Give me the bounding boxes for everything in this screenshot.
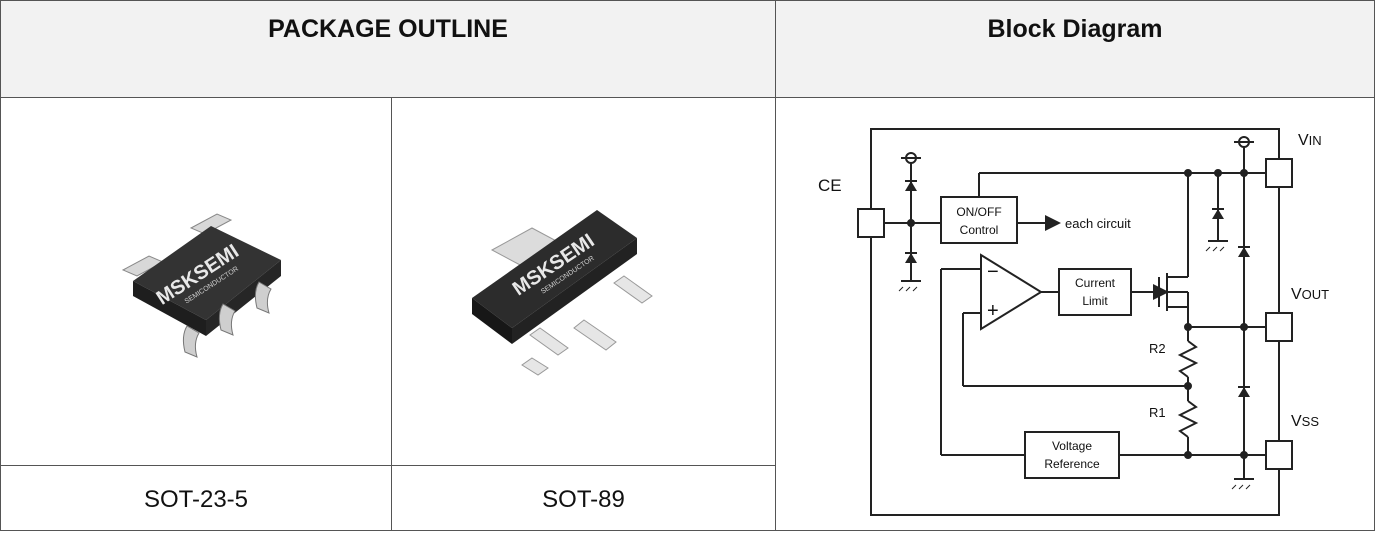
vin-label-sub: IN [1309,133,1322,148]
r1-resistor [1177,400,1199,438]
ce-pin [857,208,885,238]
current-limit-label-1: Current [1075,276,1116,290]
opamp-minus: − [987,261,999,283]
vin-pin [1265,158,1293,188]
sot23-caption-cell: SOT-23-5 [0,465,392,531]
svg-text:VOUT: VOUT [1291,286,1329,303]
ce-label: CE [818,176,842,195]
onoff-label-1: ON/OFF [956,205,1001,219]
block-diagram-cell: CE VIN VOUT VSS ON/OFF Control each [775,97,1375,531]
vref-label-2: Reference [1044,457,1100,471]
svg-text:VIN: VIN [1298,132,1322,149]
package-outline-header: PACKAGE OUTLINE [0,0,776,98]
r2-label: R2 [1149,341,1166,356]
sot89-caption: SOT-89 [542,486,625,513]
onoff-label-2: Control [960,223,999,237]
vss-label-sub: SS [1302,414,1320,429]
vref-label-1: Voltage [1052,439,1092,453]
sot23-image-cell: MSKSEMI SEMICONDUCTOR [0,97,392,466]
package-outline-title: PACKAGE OUTLINE [268,15,508,43]
vss-pin [1265,440,1293,470]
block-diagram-title: Block Diagram [987,15,1163,43]
vout-label-main: V [1291,286,1302,303]
onoff-control-block [940,196,1018,244]
vss-label-main: V [1291,413,1302,430]
block-diagram-schematic: CE VIN VOUT VSS ON/OFF Control each [818,128,1329,516]
sot89-caption-cell: SOT-89 [391,465,776,531]
each-circuit-label: each circuit [1065,216,1131,231]
current-limit-label-2: Limit [1082,294,1108,308]
block-diagram-header: Block Diagram [775,0,1375,98]
sot23-5-package-image: MSKSEMI SEMICONDUCTOR [121,213,281,358]
svg-text:VSS: VSS [1291,413,1319,430]
r1-label: R1 [1149,405,1166,420]
r2-resistor [1177,340,1199,378]
sot23-caption: SOT-23-5 [143,486,249,513]
error-amplifier [980,253,1043,331]
sot89-package-image: MSKSEMI SEMICONDUCTOR [472,210,653,376]
sot89-image-cell: MSKSEMI SEMICONDUCTOR [391,97,776,466]
vout-pin [1265,312,1293,342]
opamp-plus: + [987,300,999,322]
vout-label-sub: OUT [1302,287,1330,302]
vin-label-main: V [1298,132,1309,149]
